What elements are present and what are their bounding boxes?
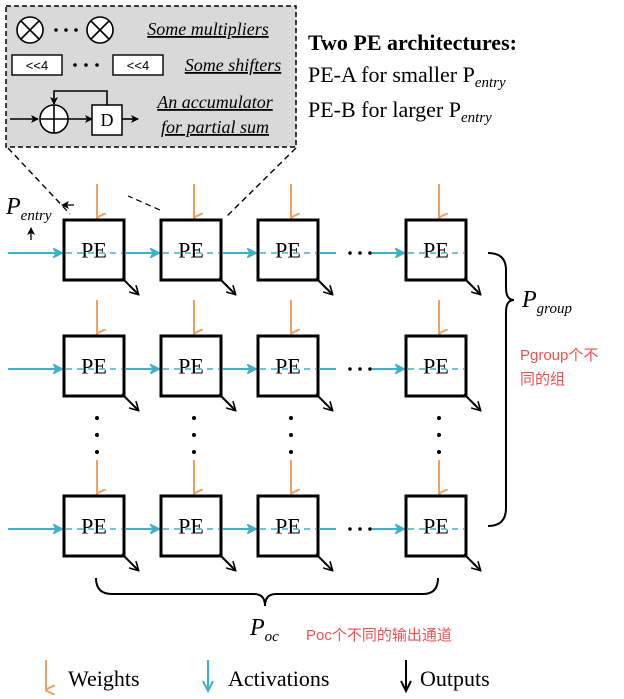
pe-box bbox=[404, 334, 468, 398]
p-entry-text: Pentry bbox=[5, 194, 52, 224]
multiplier-icon bbox=[16, 16, 44, 44]
ellipsis-dot bbox=[358, 527, 362, 531]
shifter-label: <<4 bbox=[127, 58, 149, 73]
accumulator-circuit: D bbox=[10, 90, 139, 136]
legend-outputs: Outputs bbox=[400, 660, 490, 694]
delay-label: D bbox=[101, 110, 114, 130]
pe-grid: PE PE PE PE PE PE PE PE PE PE PE PE bbox=[8, 184, 480, 570]
pe-box bbox=[256, 334, 320, 398]
p-oc-brace: Poc Poc个不同的输出通道 bbox=[95, 577, 452, 645]
ellipsis-dot bbox=[192, 450, 196, 454]
pe-box bbox=[159, 218, 223, 282]
legend-activations: Activations bbox=[202, 660, 329, 694]
pe-label: PE bbox=[423, 238, 449, 263]
legend-outputs-label: Outputs bbox=[420, 666, 490, 691]
poc-note: Poc个不同的输出通道 bbox=[306, 627, 452, 644]
ellipsis-dot bbox=[358, 251, 362, 255]
title-line-b: PE-B for larger Pentry bbox=[308, 97, 492, 126]
ellipsis-dot bbox=[192, 433, 196, 437]
pe-label: PE bbox=[81, 238, 107, 263]
output-arrow bbox=[218, 393, 235, 410]
ellipsis-dot bbox=[192, 416, 196, 420]
shifter-box: <<4 bbox=[112, 54, 164, 76]
ellipsis-dot bbox=[95, 450, 99, 454]
pe-box bbox=[256, 494, 320, 558]
legend: Weights Activations Outputs bbox=[45, 660, 490, 694]
output-arrow bbox=[463, 277, 480, 294]
ellipsis-dot bbox=[289, 433, 293, 437]
title-line-a: PE-A for smaller Pentry bbox=[308, 62, 506, 91]
output-arrow bbox=[463, 553, 480, 570]
ellipsis-dot bbox=[437, 450, 441, 454]
output-arrow bbox=[121, 553, 138, 570]
dots-icon bbox=[54, 28, 78, 32]
legend-weights-label: Weights bbox=[68, 666, 140, 691]
ellipsis-dot bbox=[95, 416, 99, 420]
output-arrow bbox=[315, 553, 332, 570]
ellipsis-dot bbox=[437, 416, 441, 420]
accumulator-label-line1: An accumulator bbox=[156, 92, 273, 112]
zoom-line bbox=[7, 147, 71, 215]
shifters-label: Some shifters bbox=[185, 55, 282, 75]
legend-activations-label: Activations bbox=[228, 666, 329, 691]
pe-box bbox=[62, 334, 126, 398]
pe-box bbox=[62, 494, 126, 558]
pe-box bbox=[159, 334, 223, 398]
output-arrow bbox=[315, 277, 332, 294]
output-arrow bbox=[463, 393, 480, 410]
output-arrow bbox=[218, 553, 235, 570]
pe-label: PE bbox=[81, 354, 107, 379]
legend-weights: Weights bbox=[45, 660, 140, 691]
pgroup-note-line2: 同的组 bbox=[520, 371, 565, 388]
dots-icon bbox=[73, 63, 99, 67]
ellipsis-dot bbox=[368, 367, 372, 371]
ellipsis-dot bbox=[368, 527, 372, 531]
ellipsis-dot bbox=[437, 433, 441, 437]
pe-box bbox=[404, 218, 468, 282]
pe-label: PE bbox=[178, 354, 204, 379]
pe-label: PE bbox=[275, 514, 301, 539]
pe-box bbox=[256, 218, 320, 282]
ellipsis-dot bbox=[348, 527, 352, 531]
inset-panel: Some multipliers <<4 <<4 Some shifters D bbox=[5, 5, 297, 148]
ellipsis-dot bbox=[95, 433, 99, 437]
pe-label: PE bbox=[275, 354, 301, 379]
ellipsis-dot bbox=[289, 416, 293, 420]
ellipsis-dot bbox=[358, 367, 362, 371]
ellipsis-dot bbox=[348, 251, 352, 255]
pe-label: PE bbox=[81, 514, 107, 539]
pe-box bbox=[62, 218, 126, 282]
output-arrow bbox=[121, 393, 138, 410]
multipliers-label: Some multipliers bbox=[147, 19, 269, 39]
ellipsis-dot bbox=[289, 450, 293, 454]
output-arrow bbox=[218, 277, 235, 294]
shifter-label: <<4 bbox=[26, 58, 48, 73]
p-group-text: Pgroup bbox=[521, 287, 572, 317]
pgroup-note-line1: Pgroup个不 bbox=[520, 347, 598, 364]
pe-label: PE bbox=[275, 238, 301, 263]
p-entry-label: Pentry bbox=[5, 194, 74, 240]
title-heading: Two PE architectures: bbox=[308, 30, 517, 55]
pe-box bbox=[404, 494, 468, 558]
p-group-brace: Pgroup Pgroup个不 同的组 bbox=[487, 252, 598, 527]
p-oc-text: Poc bbox=[249, 615, 279, 645]
accumulator-label-line2: for partial sum bbox=[161, 117, 269, 137]
ellipsis-dot bbox=[368, 251, 372, 255]
zoom-line bbox=[127, 195, 161, 211]
shifter-box: <<4 bbox=[11, 54, 63, 76]
output-arrow bbox=[121, 277, 138, 294]
multiplier-icon bbox=[86, 16, 114, 44]
output-arrow bbox=[315, 393, 332, 410]
pe-label: PE bbox=[178, 238, 204, 263]
zoom-line bbox=[224, 147, 297, 219]
ellipsis-dot bbox=[348, 367, 352, 371]
title-block: Two PE architectures: PE-A for smaller P… bbox=[308, 30, 517, 126]
pe-label: PE bbox=[178, 514, 204, 539]
pe-box bbox=[159, 494, 223, 558]
pe-label: PE bbox=[423, 354, 449, 379]
pe-label: PE bbox=[423, 514, 449, 539]
